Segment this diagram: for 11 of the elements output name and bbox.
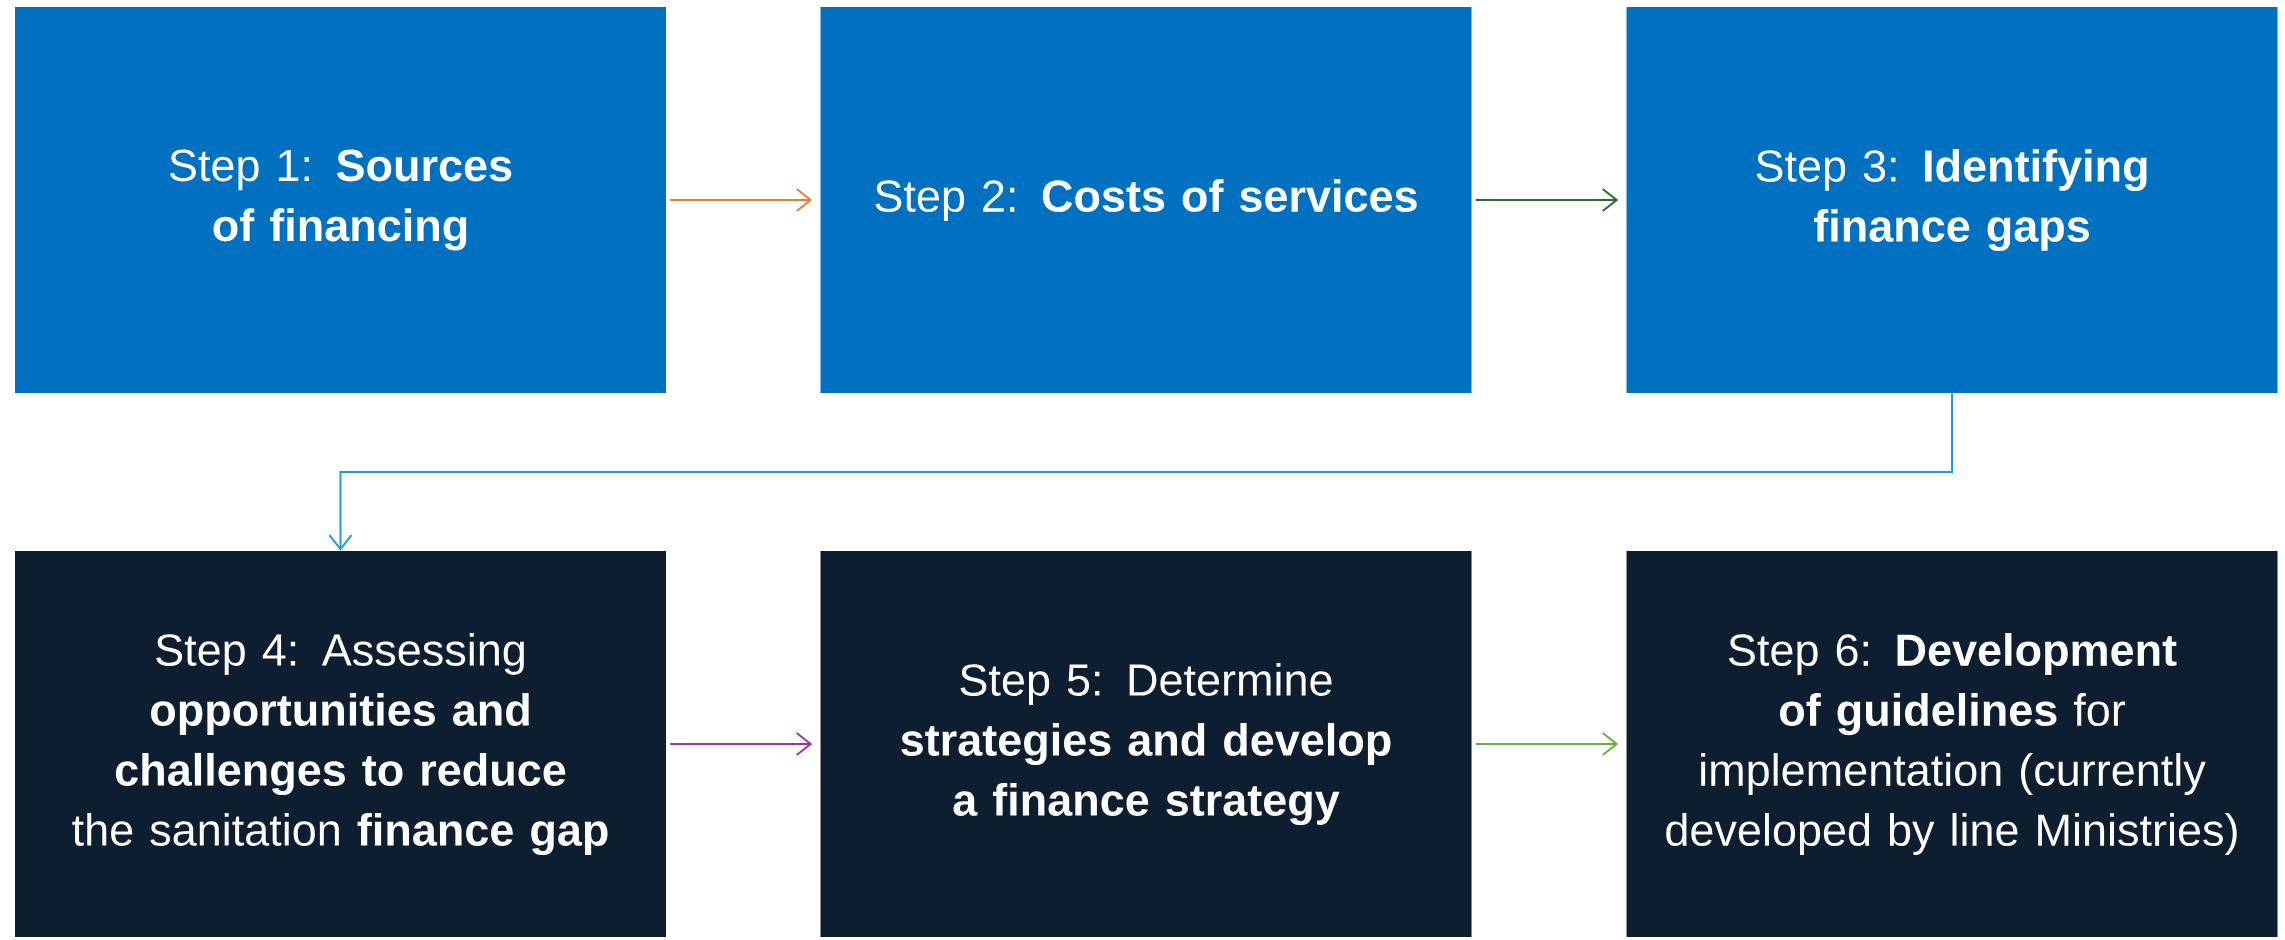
- step-box: Step 4: Assessing opportunities and challenges to reduce the sanitation finance gap: [15, 551, 666, 937]
- arrow: [1474, 732, 1619, 756]
- arrow: [669, 188, 813, 212]
- arrow: [328, 392, 1953, 551]
- arrow: [669, 732, 813, 756]
- step-box: Step 5: Determine strategies and develop a finance strategy: [820, 551, 1472, 937]
- step-box: Step 2: Costs of services: [820, 7, 1472, 393]
- step-box: Step 6: Development of guidelines for implementation (currently developed by line Ministries): [1626, 551, 2278, 937]
- arrow: [1474, 188, 1619, 212]
- step-box: Step 3: Identifying finance gaps: [1626, 7, 2278, 393]
- step-box: Step 1: Sources of financing: [15, 7, 666, 393]
